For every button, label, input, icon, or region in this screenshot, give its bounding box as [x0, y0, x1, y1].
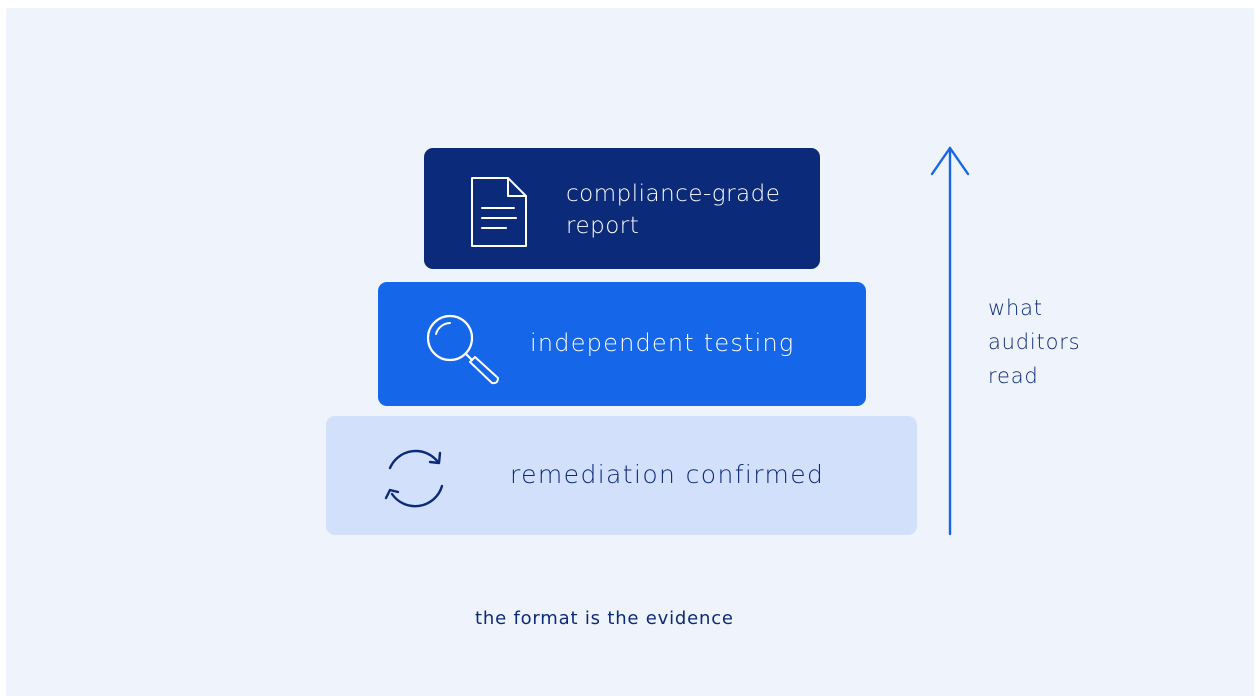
layer-label: compliance-grade report	[566, 181, 781, 239]
layer-label: independent testing	[530, 329, 795, 357]
refresh-cycle-icon	[384, 449, 444, 508]
up-arrow-icon	[930, 146, 970, 536]
layer-remediation-confirmed: remediation confirmed	[326, 416, 917, 535]
diagram-canvas: compliance-grade report independent test…	[6, 8, 1254, 696]
diagram-caption: the format is the evidence	[475, 608, 734, 629]
document-icon	[471, 177, 527, 247]
layer-independent-testing: independent testing	[378, 282, 866, 406]
layer-compliance-report: compliance-grade report	[424, 148, 820, 269]
magnifier-icon	[426, 314, 499, 385]
layer-label: remediation confirmed	[510, 460, 825, 489]
arrow-label: what auditors read	[988, 296, 1081, 388]
